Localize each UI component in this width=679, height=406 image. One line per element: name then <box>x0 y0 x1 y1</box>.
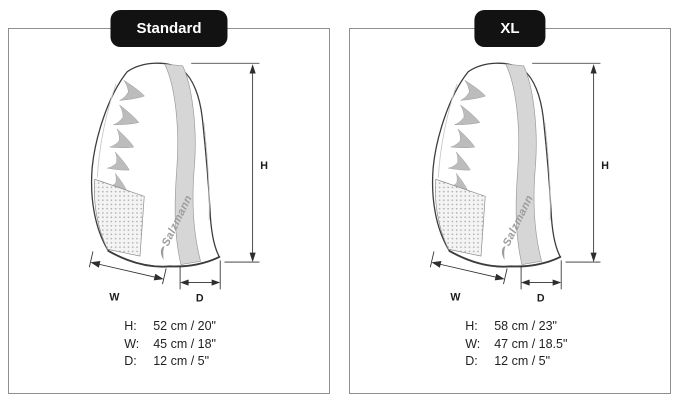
brand-logo-mark <box>160 246 165 260</box>
spec-width-value: 45 cm / 18" <box>153 336 216 351</box>
panel-xl: XL Salzmann <box>349 10 671 394</box>
spec-height-label: H: <box>124 319 137 333</box>
mesh-panel <box>94 178 145 257</box>
fold-line <box>203 122 210 221</box>
width-dimension: W <box>429 251 508 303</box>
spec-height-value: 58 cm / 23" <box>494 319 557 333</box>
reflective-stripe <box>164 63 201 266</box>
height-dimension: H <box>191 62 268 263</box>
spec-width-value: 47 cm / 18.5" <box>494 336 568 351</box>
rain-cover-figure-standard: Salzmann H <box>9 53 329 309</box>
rain-cover-figure-xl: Salzmann H <box>350 53 670 309</box>
width-letter: W <box>450 291 461 303</box>
rain-cover-illustration: Salzmann H <box>429 62 609 304</box>
fold-line <box>96 83 117 178</box>
height-letter: H <box>260 160 268 172</box>
width-dimension: W <box>88 251 167 303</box>
size-tab-xl: XL <box>474 10 546 47</box>
spec-width-label: W: <box>465 336 481 351</box>
size-tab-standard: Standard <box>110 10 228 47</box>
height-letter: H <box>601 160 609 172</box>
depth-letter: D <box>537 292 545 304</box>
brand-logo-mark <box>501 246 506 260</box>
spec-depth-label: D: <box>124 354 137 369</box>
spec-depth-value: 12 cm / 5" <box>153 354 210 369</box>
panel-standard: Standard <box>8 10 330 394</box>
depth-letter: D <box>196 292 204 304</box>
spec-width-label: W: <box>124 336 140 351</box>
cover-bottom-edge <box>107 250 221 268</box>
height-dimension: H <box>532 62 609 263</box>
spec-list-standard: H: 52 cm / 20" W: 45 cm / 18" D: 12 cm /… <box>124 319 329 370</box>
reflective-stripe <box>505 63 542 266</box>
width-letter: W <box>109 291 120 303</box>
spec-list-xl: H: 58 cm / 23" W: 47 cm / 18.5" D: 12 cm… <box>465 319 670 370</box>
spec-depth-value: 12 cm / 5" <box>494 354 551 369</box>
spec-depth-label: D: <box>465 354 478 369</box>
mesh-panel <box>435 178 486 257</box>
depth-dimension: D <box>520 260 562 304</box>
fold-line <box>437 83 458 178</box>
spec-height-label: H: <box>465 319 478 333</box>
fold-line <box>544 122 551 221</box>
spec-height-value: 52 cm / 20" <box>153 319 216 333</box>
rain-cover-illustration: Salzmann H <box>88 62 268 304</box>
depth-dimension: D <box>179 260 221 304</box>
cover-bottom-edge <box>448 250 562 268</box>
